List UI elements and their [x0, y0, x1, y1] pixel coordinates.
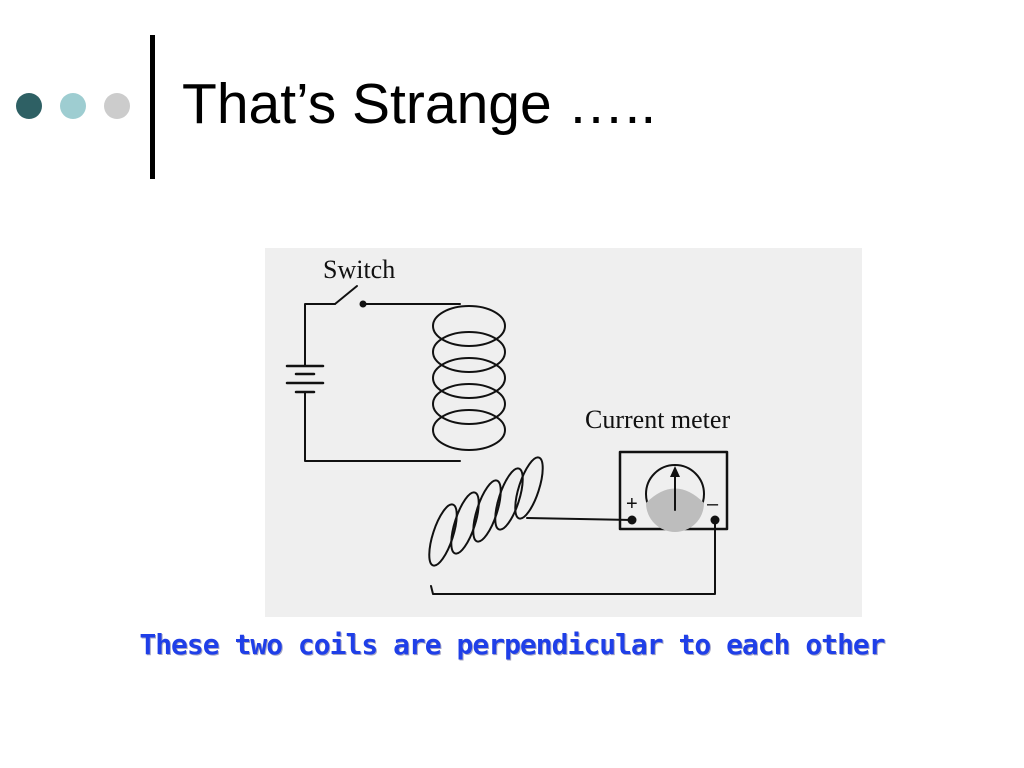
title-divider: [150, 35, 155, 179]
meter-label: Current meter: [585, 405, 730, 434]
slide-caption: These two coils are perpendicular to eac…: [139, 628, 885, 661]
circuit-figure: Switch Current meter + –: [265, 248, 862, 617]
switch-label: Switch: [323, 255, 395, 284]
secondary-coil: [428, 456, 544, 567]
wire-battery-top: [304, 303, 336, 367]
switch-contact: [359, 300, 367, 308]
figure-background: [265, 248, 862, 617]
switch-blade: [334, 285, 358, 305]
nav-dot-2: [60, 93, 86, 119]
nav-dot-3: [104, 93, 130, 119]
meter-needle-head: [670, 466, 680, 477]
wire-battery-bottom: [304, 391, 461, 462]
meter-minus-sign: –: [707, 493, 719, 515]
meter-terminal-plus: [627, 515, 637, 525]
circuit-diagram: Switch Current meter + –: [265, 248, 862, 617]
primary-coil: [432, 305, 506, 451]
wire-coil-to-meter-plus: [526, 517, 633, 521]
nav-dot-1: [16, 93, 42, 119]
battery: [285, 364, 325, 394]
wire-coil-to-meter-minus: [430, 519, 716, 595]
meter-terminal-minus: [710, 515, 720, 525]
slide-title: That’s Strange …..: [182, 72, 657, 136]
nav-dots: [16, 93, 132, 121]
meter-plus-sign: +: [626, 493, 638, 515]
